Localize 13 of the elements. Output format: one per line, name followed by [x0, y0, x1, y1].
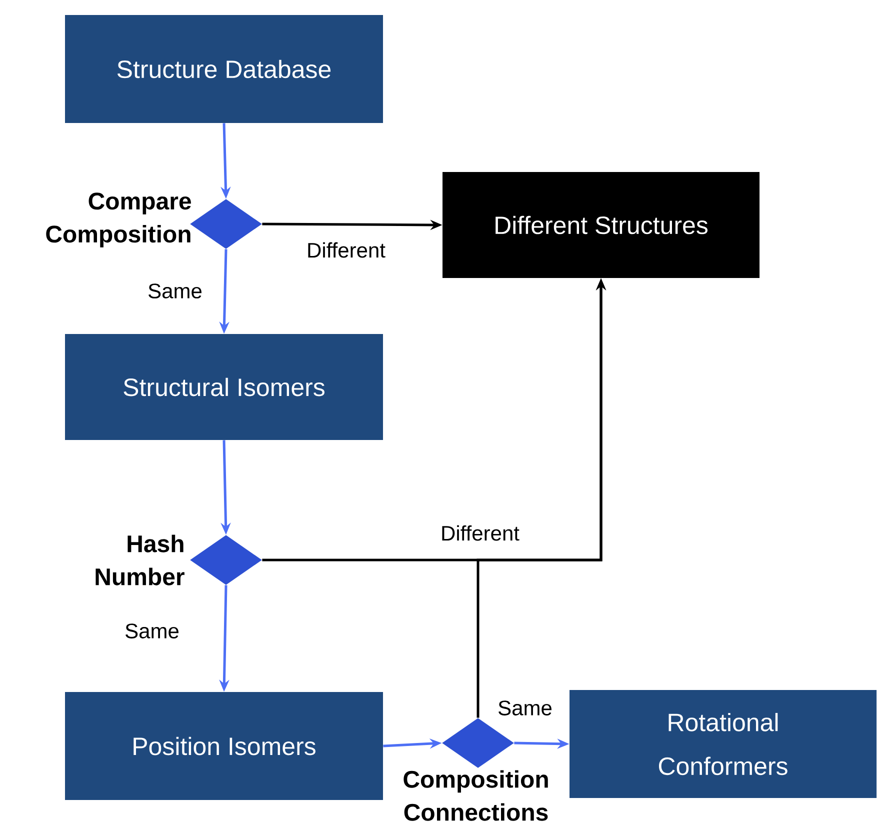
- process-box: Position Isomers: [65, 692, 383, 800]
- decision-label: Hash Number: [96, 534, 184, 586]
- decision-label: Compare Composition: [46, 192, 191, 248]
- edge-label: Different: [440, 524, 520, 542]
- process-box: Rotational Conformers: [570, 690, 877, 798]
- decision-label: Composition Connections: [404, 770, 548, 821]
- process-box: Structural Isomers: [65, 334, 383, 440]
- process-box: Structure Database: [65, 15, 383, 123]
- edge-label: Same: [124, 622, 180, 640]
- process-box: Different Structures: [442, 172, 760, 278]
- edge-label: Different: [306, 241, 386, 259]
- edge-label: Same: [146, 282, 204, 300]
- edge-label: Same: [496, 700, 554, 716]
